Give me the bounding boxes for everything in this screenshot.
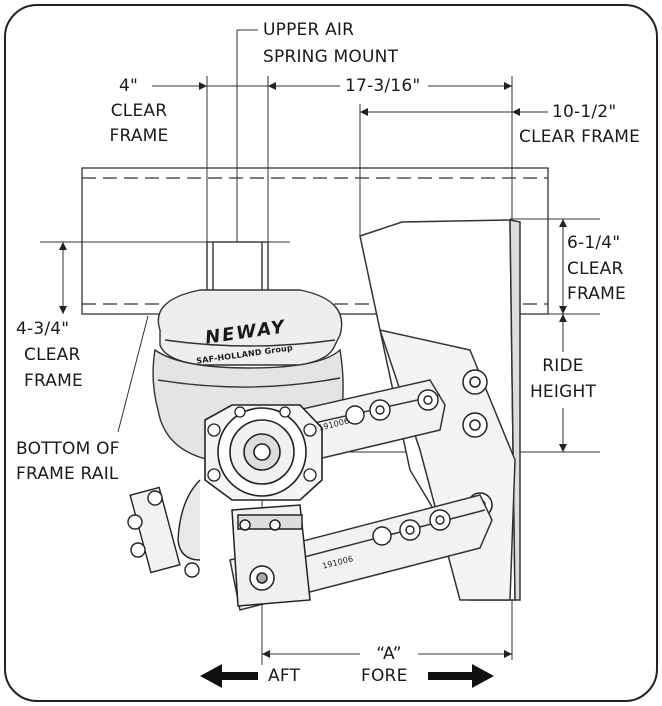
bottom-frame-line2: FRAME RAIL bbox=[16, 464, 119, 484]
upper-air-label-line2: SPRING MOUNT bbox=[263, 47, 399, 67]
aft-label: AFT bbox=[268, 666, 301, 686]
upper-air-label-line1: UPPER AIR bbox=[263, 20, 355, 40]
arrowheads bbox=[59, 82, 567, 658]
axle-seat bbox=[231, 504, 311, 607]
dim-17-label: 17-3/16" bbox=[345, 76, 421, 96]
frame-6-label: FRAME bbox=[567, 284, 626, 304]
clear-4-3-4-label: CLEAR bbox=[24, 345, 81, 365]
upper-air-spring-mount bbox=[206, 241, 269, 295]
dim-4-3-4-label: 4-3/4" bbox=[16, 319, 70, 339]
ride-height-line2: HEIGHT bbox=[529, 382, 597, 402]
bottom-frame-line1: BOTTOM OF bbox=[16, 439, 120, 459]
dim-4-label: 4" bbox=[119, 76, 139, 96]
shock-absorber bbox=[127, 479, 201, 578]
fore-label: FORE bbox=[361, 666, 408, 686]
clear-frame-4-line2: FRAME bbox=[109, 126, 169, 146]
frame-4-3-4-label: FRAME bbox=[24, 371, 83, 391]
fore-arrow bbox=[428, 664, 494, 688]
dim-a-label: “A” bbox=[376, 644, 402, 664]
clear-frame-4-line1: CLEAR bbox=[110, 101, 168, 121]
clear-6-label: CLEAR bbox=[567, 259, 624, 279]
arm-bushings bbox=[345, 389, 451, 546]
clear-frame-10-label: CLEAR FRAME bbox=[519, 127, 641, 147]
axle-hub bbox=[204, 404, 323, 501]
ride-height-line1: RIDE bbox=[542, 356, 584, 376]
hub-bolts bbox=[207, 406, 317, 482]
aft-arrow bbox=[200, 664, 258, 688]
dim-6-label: 6-1/4" bbox=[567, 233, 621, 253]
dim-10-label: 10-1/2" bbox=[552, 102, 617, 122]
